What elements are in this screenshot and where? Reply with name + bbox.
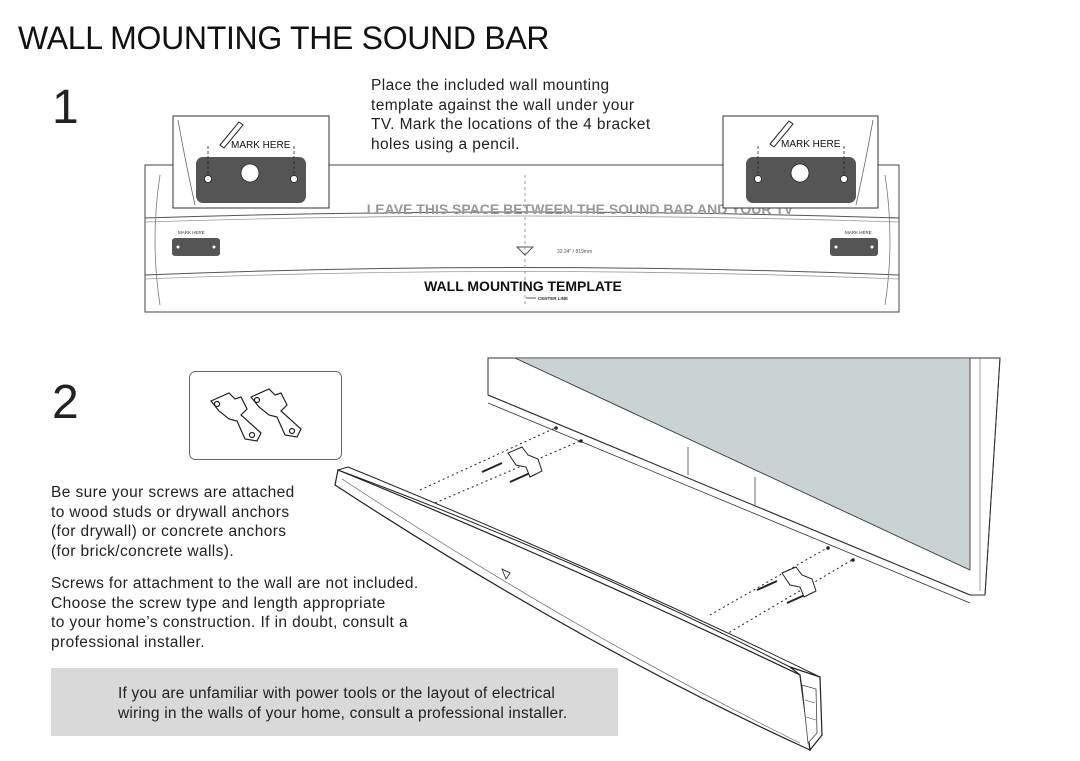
safety-note-line: If you are unfamiliar with power tools o…: [118, 685, 556, 702]
step-2-line: (for drywall) or concrete anchors: [51, 523, 287, 540]
left-zoom-callout: MARK HERE: [172, 115, 330, 209]
leave-space-text: LEAVE THIS SPACE BETWEEN THE SOUND BAR A…: [367, 201, 794, 217]
step-1-line: Place the included wall mounting: [371, 77, 610, 94]
step-2-paragraph-1: Be sure your screws are attached to wood…: [51, 483, 295, 561]
bracket-icon: [250, 388, 302, 438]
step-1-instructions: Place the included wall mounting templat…: [371, 76, 651, 154]
step-2-line: (for brick/concrete walls).: [51, 542, 235, 560]
step-2-line: to wood studs or drywall anchors: [51, 503, 290, 521]
right-zoom-callout: MARK HERE: [722, 115, 879, 209]
step-2-line: Be sure your screws are attached: [51, 484, 295, 501]
step-1-line: holes using a pencil.: [371, 135, 520, 153]
step-2-number: 2: [52, 376, 79, 429]
center-line-label: CENTER LINE: [538, 296, 568, 301]
tv-soundbar-illustration: [334, 357, 1001, 752]
mark-here-small-right: MARK HERE: [845, 230, 872, 235]
sound-bar: [334, 466, 823, 752]
safety-note-line: wiring in the walls of your home, consul…: [118, 705, 568, 722]
step-2-line: to your home’s construction. If in doubt…: [51, 614, 408, 631]
mark-here-small-left: MARK HERE: [178, 230, 205, 235]
safety-note-box: [51, 668, 618, 736]
step-1-number: 1: [52, 81, 79, 134]
pencil-icon: [219, 121, 244, 149]
step-2-paragraph-2: Screws for attachment to the wall are no…: [51, 574, 419, 652]
bracket-icon: [210, 392, 262, 442]
step-1-line: TV. Mark the locations of the 4 bracket: [371, 116, 651, 133]
pencil-icon: [769, 120, 794, 148]
wall-mounting-template-illustration: LEAVE THIS SPACE BETWEEN THE SOUND BAR A…: [144, 115, 900, 313]
measurement-text: 32.24" / 819mm: [557, 249, 592, 255]
bracket-icon: [507, 446, 543, 478]
bracket-icon: [781, 566, 817, 598]
mark-here-left: MARK HERE: [231, 140, 291, 151]
step-1-line: template against the wall under your: [371, 96, 635, 114]
brackets-inset: [189, 371, 342, 460]
template-title: WALL MOUNTING TEMPLATE: [424, 278, 622, 294]
step-2-line: professional installer.: [51, 633, 205, 651]
safety-note-text: If you are unfamiliar with power tools o…: [118, 684, 567, 724]
step-2-line: Choose the screw type and length appropr…: [51, 594, 386, 612]
step-2-line: Screws for attachment to the wall are no…: [51, 575, 419, 592]
mark-here-right: MARK HERE: [781, 139, 841, 150]
page-title: WALL MOUNTING THE SOUND BAR: [18, 20, 550, 56]
